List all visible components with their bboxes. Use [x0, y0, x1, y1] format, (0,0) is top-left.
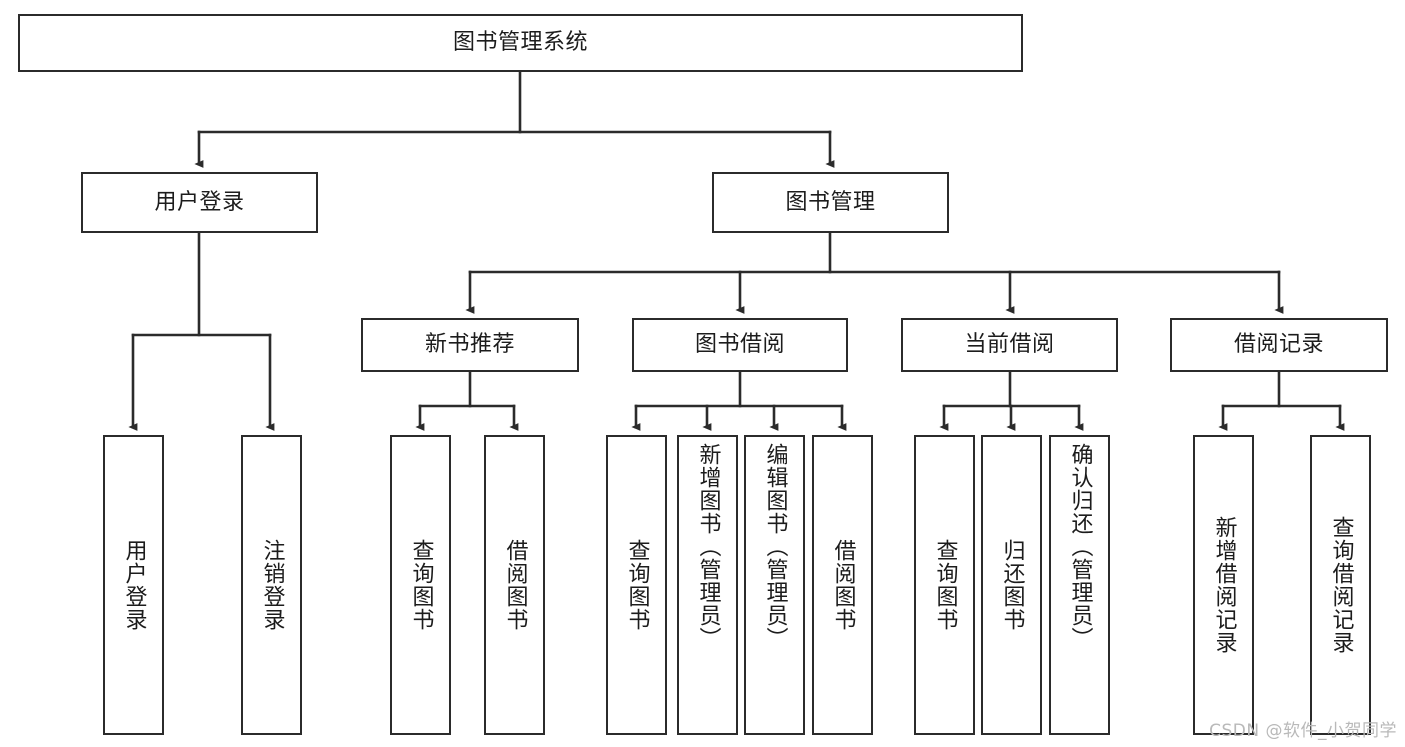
leaf-bb-query-book-label: 查询图书	[624, 539, 650, 631]
leaf-rec-query-book[interactable]: 查询图书	[390, 435, 451, 735]
leaf-cb-confirm-return-label: 确认归还（管理员）	[1067, 443, 1093, 650]
leaf-user-login-label: 用户登录	[121, 539, 147, 631]
leaf-bb-borrow-book-label: 借阅图书	[830, 539, 856, 631]
leaf-cb-return-book-label: 归还图书	[999, 539, 1025, 631]
node-book-manage[interactable]: 图书管理	[712, 172, 949, 233]
leaf-logout-label: 注销登录	[259, 539, 285, 631]
node-root-label: 图书管理系统	[452, 30, 588, 55]
leaf-bb-query-book[interactable]: 查询图书	[606, 435, 667, 735]
node-user-login-label: 用户登录	[154, 189, 245, 215]
leaf-rec-borrow-book-label: 借阅图书	[502, 539, 528, 631]
node-root[interactable]: 图书管理系统	[18, 14, 1023, 72]
leaf-br-add-record-label: 新增借阅记录	[1211, 516, 1237, 654]
node-user-login[interactable]: 用户登录	[81, 172, 318, 233]
leaf-cb-return-book[interactable]: 归还图书	[981, 435, 1042, 735]
leaf-rec-query-book-label: 查询图书	[408, 539, 434, 631]
node-new-book-recommend-label: 新书推荐	[424, 332, 515, 357]
leaf-bb-edit-book[interactable]: 编辑图书（管理员）	[744, 435, 805, 735]
leaf-user-login[interactable]: 用户登录	[103, 435, 164, 735]
node-new-book-recommend[interactable]: 新书推荐	[361, 318, 579, 372]
leaf-cb-confirm-return[interactable]: 确认归还（管理员）	[1049, 435, 1110, 735]
leaf-rec-borrow-book[interactable]: 借阅图书	[484, 435, 545, 735]
node-book-borrow[interactable]: 图书借阅	[632, 318, 848, 372]
leaf-br-query-record-label: 查询借阅记录	[1328, 516, 1354, 654]
node-current-borrow[interactable]: 当前借阅	[901, 318, 1118, 372]
csdn-watermark: CSDN @软件_小贺同学	[1209, 721, 1397, 741]
node-borrow-record[interactable]: 借阅记录	[1170, 318, 1388, 372]
leaf-bb-add-book[interactable]: 新增图书（管理员）	[677, 435, 738, 735]
node-book-borrow-label: 图书借阅	[694, 332, 785, 357]
leaf-cb-query-book-label: 查询图书	[932, 539, 958, 631]
node-borrow-record-label: 借阅记录	[1233, 332, 1324, 357]
node-current-borrow-label: 当前借阅	[964, 332, 1055, 357]
leaf-bb-edit-book-label: 编辑图书（管理员）	[762, 443, 788, 650]
leaf-logout[interactable]: 注销登录	[241, 435, 302, 735]
node-book-manage-label: 图书管理	[785, 189, 876, 215]
leaf-cb-query-book[interactable]: 查询图书	[914, 435, 975, 735]
leaf-br-add-record[interactable]: 新增借阅记录	[1193, 435, 1254, 735]
leaf-bb-borrow-book[interactable]: 借阅图书	[812, 435, 873, 735]
leaf-br-query-record[interactable]: 查询借阅记录	[1310, 435, 1371, 735]
leaf-bb-add-book-label: 新增图书（管理员）	[695, 443, 721, 650]
